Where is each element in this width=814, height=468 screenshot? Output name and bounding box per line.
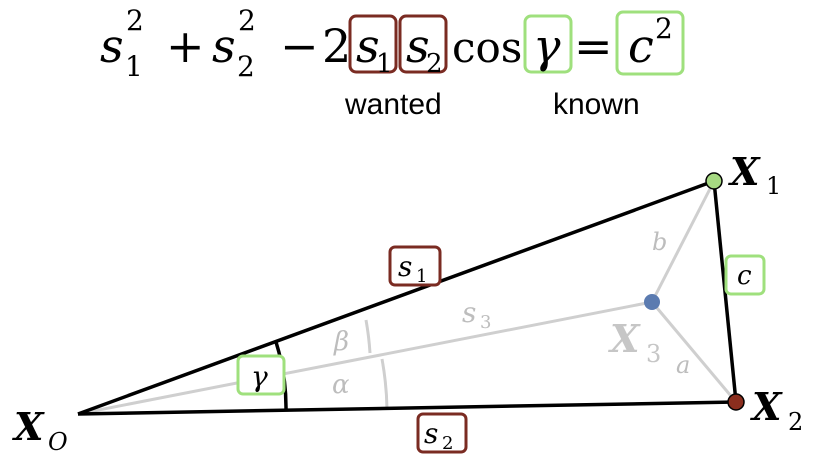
line-a bbox=[650, 301, 738, 403]
diagram-s3-sub: 3 bbox=[480, 312, 491, 333]
wanted-label: wanted bbox=[344, 88, 442, 121]
eq-s1-sup: 2 bbox=[126, 4, 144, 37]
alpha-arc bbox=[380, 358, 389, 410]
eq-s1: s bbox=[100, 19, 124, 73]
label-xo-sub: O bbox=[48, 428, 68, 456]
known-box-diagram-c bbox=[724, 254, 766, 296]
wanted-box-diagram-s1 bbox=[388, 245, 442, 287]
eq-boxed-s2-sub: 2 bbox=[426, 49, 443, 79]
wanted-box-diagram-s2 bbox=[416, 412, 468, 454]
diagram-s2-sub: 2 bbox=[442, 433, 453, 454]
eq-s2-sup: 2 bbox=[238, 4, 256, 37]
known-box-diagram-gamma bbox=[236, 354, 286, 396]
eq-cos: cos bbox=[452, 23, 522, 72]
line-b bbox=[650, 180, 716, 303]
edge-s2 bbox=[77, 400, 737, 416]
eq-s1-sub: 1 bbox=[125, 50, 143, 83]
eq-c-sup: 2 bbox=[655, 12, 673, 45]
eq-plus: + bbox=[166, 19, 205, 73]
triangle-xo-x1-x2 bbox=[77, 179, 738, 416]
diagram-s1-label: s bbox=[398, 250, 412, 283]
line-s3 bbox=[77, 300, 653, 416]
diagram-s3-label: s bbox=[462, 296, 476, 329]
label-x1-sub: 1 bbox=[766, 172, 781, 200]
eq-s2-sub: 2 bbox=[237, 50, 255, 83]
diagram-a-label: a bbox=[676, 351, 690, 379]
vertex-labels: X O X 1 X 2 X 3 bbox=[12, 149, 803, 456]
vertex-x1 bbox=[705, 172, 723, 190]
label-x2-sub: 2 bbox=[788, 408, 803, 436]
wanted-box-s2 bbox=[398, 14, 448, 74]
eq-two: 2 bbox=[322, 19, 351, 73]
eq-c: c bbox=[628, 19, 654, 73]
beta-arc bbox=[364, 319, 372, 354]
known-label: known bbox=[553, 88, 640, 121]
label-x3-sub: 3 bbox=[646, 340, 661, 368]
eq-gamma: γ bbox=[533, 19, 561, 73]
eq-boxed-s1: s bbox=[356, 19, 380, 73]
wanted-box-s1 bbox=[348, 14, 398, 74]
label-x2: X bbox=[750, 384, 783, 429]
diagram-s2-label: s bbox=[424, 417, 438, 450]
vertex-x2 bbox=[727, 393, 745, 411]
label-x1: X bbox=[728, 149, 761, 194]
eq-boxed-s1-sub: 1 bbox=[376, 49, 393, 79]
eq-minus: − bbox=[280, 19, 319, 73]
law-of-cosines-equation: s 2 1 + s 2 2 − 2 s 1 s 2 cos γ = c 2 bbox=[100, 4, 685, 83]
diagram-alpha-label: α bbox=[332, 370, 350, 400]
label-x3: X bbox=[608, 316, 641, 361]
diagram-beta-label: β bbox=[333, 327, 349, 357]
edge-s1 bbox=[77, 179, 715, 416]
label-xo: X bbox=[12, 404, 45, 449]
diagram-gamma-label: γ bbox=[251, 360, 268, 393]
known-box-gamma bbox=[523, 14, 573, 74]
diagram-c-label: c bbox=[737, 261, 752, 291]
eq-boxed-s2: s bbox=[406, 19, 430, 73]
eq-equals: = bbox=[574, 19, 613, 73]
diagram-b-label: b bbox=[652, 228, 667, 256]
eq-s2: s bbox=[212, 19, 236, 73]
diagram-s1-sub: 1 bbox=[416, 266, 427, 287]
known-box-c2 bbox=[615, 10, 685, 76]
vertex-x3 bbox=[644, 294, 660, 310]
